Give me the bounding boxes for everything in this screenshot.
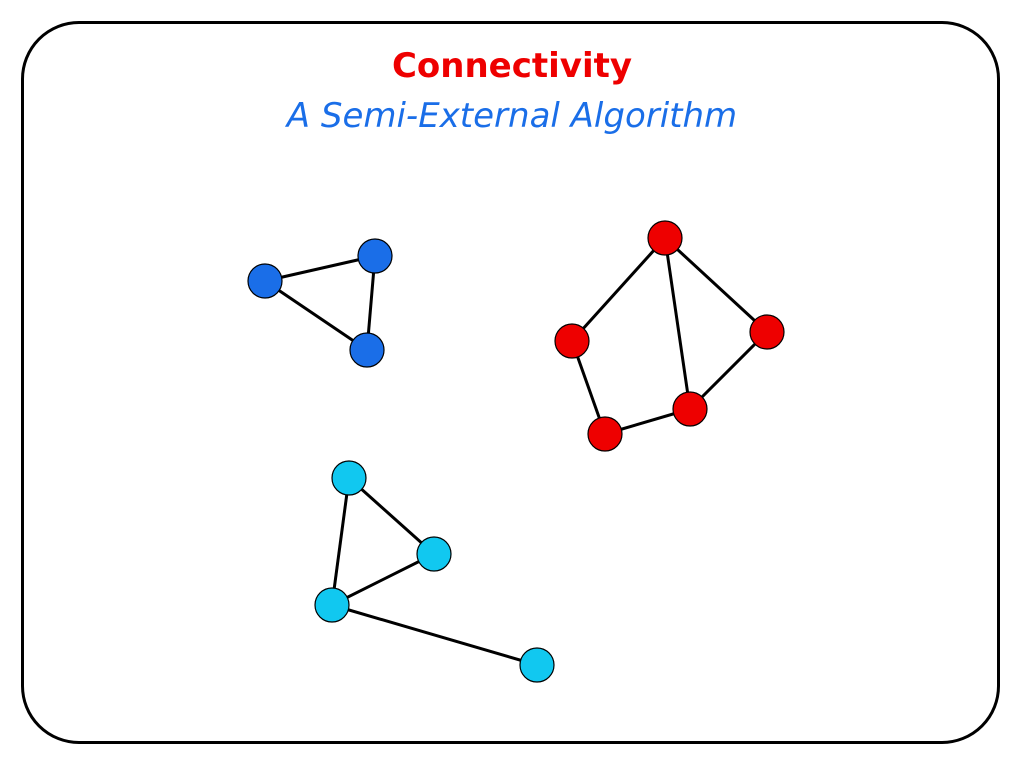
graph-node-b2 <box>357 238 393 274</box>
graph-edge-r1-r3 <box>663 236 769 334</box>
graph-node-c4 <box>519 647 555 683</box>
graph-node-b1 <box>247 263 283 299</box>
graph-edge-r1-r2 <box>570 236 667 343</box>
graph-edge-c1-c2 <box>348 476 435 556</box>
graph-node-c3 <box>314 587 350 623</box>
graph-edge-b1-b2 <box>264 254 376 283</box>
graph-node-r4 <box>672 391 708 427</box>
graph-node-r3 <box>749 314 785 350</box>
graph-edge-c3-c4 <box>331 603 538 667</box>
slide-title: Connectivity <box>391 46 633 86</box>
slide-subtitle: A Semi-External Algorithm <box>286 96 738 136</box>
graph-edge-r1-r4 <box>663 237 692 410</box>
graph-node-r1 <box>647 220 683 256</box>
slide-frame <box>21 21 1000 744</box>
graph-node-c2 <box>416 536 452 572</box>
graph-node-r5 <box>587 416 623 452</box>
graph-node-b3 <box>349 332 385 368</box>
graph-edges <box>264 236 769 667</box>
graph-edge-r4-r3 <box>688 330 769 411</box>
graph-nodes <box>247 220 785 683</box>
graph-node-r2 <box>554 323 590 359</box>
graph-edge-c1-c3 <box>330 477 351 606</box>
graph-node-c1 <box>331 460 367 496</box>
graph-edge-b1-b3 <box>264 279 368 352</box>
graph-edge-c2-c3 <box>331 552 435 607</box>
